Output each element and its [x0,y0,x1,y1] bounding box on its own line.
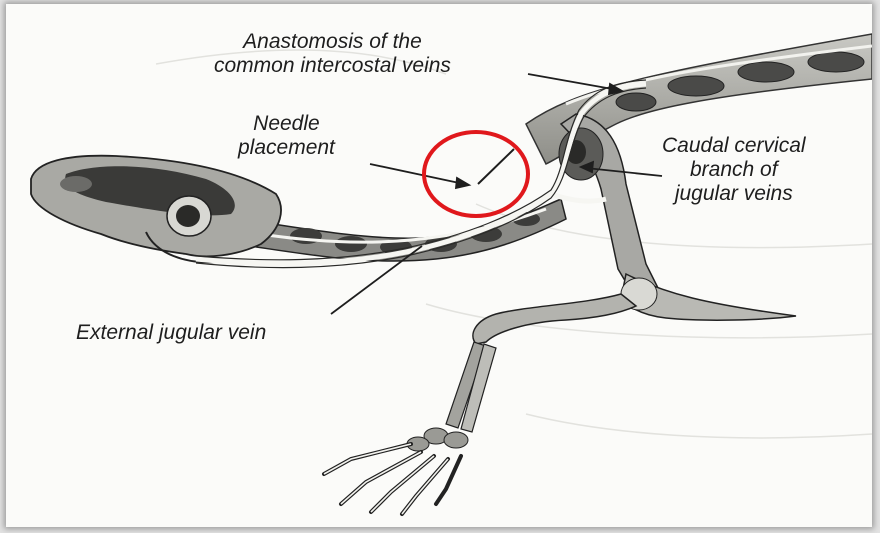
label-needle-placement: Needle placement [238,112,335,160]
label-caudal-cervical: Caudal cervical branch of jugular veins [662,134,806,206]
label-needle-line2: placement [238,136,335,160]
label-anastomosis-line2: common intercostal veins [214,54,451,78]
label-anastomosis-line1: Anastomosis of the [214,30,451,54]
needle [478,149,514,184]
label-caudal-line2: branch of [662,158,806,182]
label-anastomosis: Anastomosis of the common intercostal ve… [214,30,451,78]
forelimb [324,294,636,514]
skull [31,156,281,263]
label-caudal-line1: Caudal cervical [662,134,806,158]
label-needle-line1: Needle [238,112,335,136]
label-external-jugular: External jugular vein [76,321,266,345]
figure-frame: Anastomosis of the common intercostal ve… [6,4,872,527]
needle-placement-highlight-circle [424,132,528,216]
coracoid-plate [621,274,796,320]
label-caudal-line3: jugular veins [662,182,806,206]
anatomical-illustration [6,4,872,527]
